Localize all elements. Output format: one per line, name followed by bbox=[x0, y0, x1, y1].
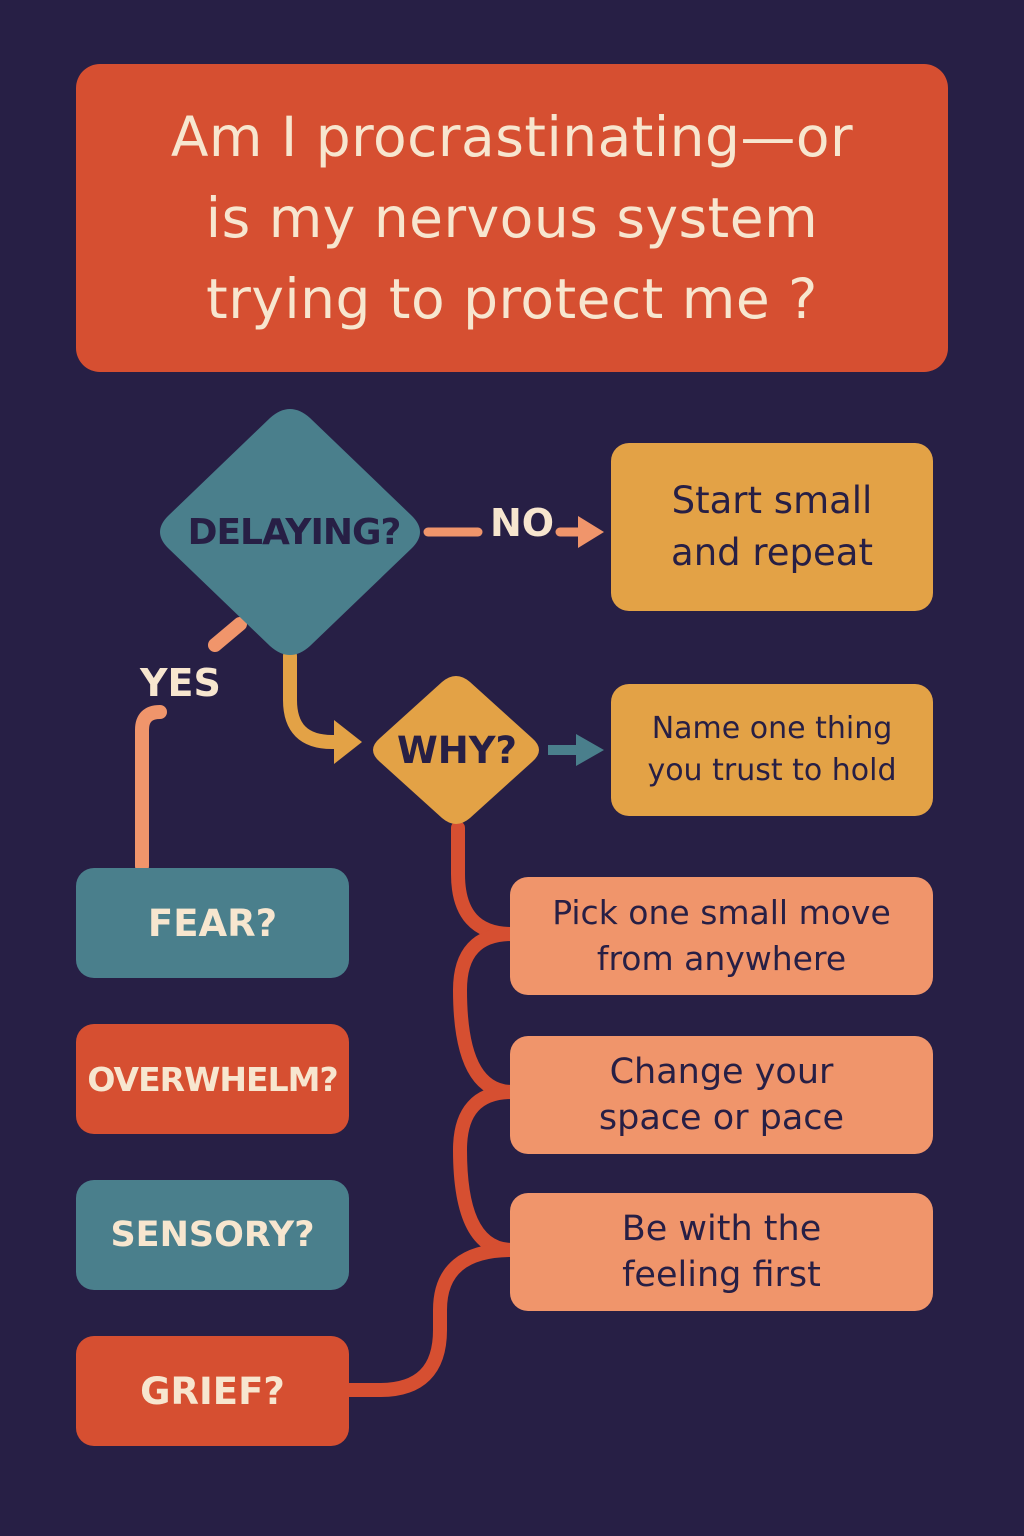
why-question: WHY? bbox=[396, 728, 518, 772]
why-trunk-connector bbox=[451, 821, 519, 941]
category-grief-label: GRIEF? bbox=[140, 1369, 285, 1413]
page-title: Am I procrastinating—or is my nervous sy… bbox=[171, 97, 853, 340]
branch-connector-1 bbox=[452, 927, 519, 1099]
category-fear: FEAR? bbox=[76, 868, 349, 978]
category-overwhelm-label: OVERWHELM? bbox=[87, 1059, 338, 1099]
title-line-2: is my nervous system bbox=[205, 185, 819, 250]
category-sensory: SENSORY? bbox=[76, 1180, 349, 1290]
category-fear-label: FEAR? bbox=[147, 901, 278, 945]
yes-connector bbox=[135, 705, 167, 873]
delaying-to-why-arrowhead bbox=[334, 720, 362, 764]
delaying-diamond bbox=[160, 409, 420, 655]
no-arrowhead bbox=[578, 516, 604, 548]
yes-edge-label: YES bbox=[140, 661, 221, 705]
delaying-question: DELAYING? bbox=[187, 511, 402, 553]
title-line-3: trying to protect me ? bbox=[206, 266, 818, 331]
why-to-name-arrowhead bbox=[576, 734, 604, 766]
branch-connector-2 bbox=[452, 1085, 519, 1257]
no-edge-label: NO bbox=[490, 501, 555, 545]
action-be-with-feeling-label: Be with the feeling first bbox=[621, 1209, 822, 1295]
yes-connector-diagonal bbox=[208, 617, 247, 652]
action-change-space: Change your space or pace bbox=[510, 1036, 933, 1154]
title-banner: Am I procrastinating—or is my nervous sy… bbox=[76, 64, 948, 372]
category-overwhelm: OVERWHELM? bbox=[76, 1024, 349, 1134]
action-start-small-label: Start small and repeat bbox=[671, 479, 873, 574]
branch-connector-grief bbox=[341, 1243, 519, 1397]
action-pick-one-move-label: Pick one small move from anywhere bbox=[552, 893, 891, 978]
action-name-one-thing: Name one thing you trust to hold bbox=[611, 684, 933, 816]
delaying-to-why-connector bbox=[283, 649, 347, 749]
action-change-space-label: Change your space or pace bbox=[598, 1052, 845, 1138]
category-sensory-label: SENSORY? bbox=[110, 1215, 315, 1255]
action-pick-one-move: Pick one small move from anywhere bbox=[510, 877, 933, 995]
why-diamond bbox=[373, 676, 539, 824]
action-start-small: Start small and repeat bbox=[611, 443, 933, 611]
action-be-with-feeling: Be with the feeling first bbox=[510, 1193, 933, 1311]
title-line-1: Am I procrastinating—or bbox=[170, 104, 854, 169]
action-name-one-thing-label: Name one thing you trust to hold bbox=[647, 711, 897, 788]
category-grief: GRIEF? bbox=[76, 1336, 349, 1446]
